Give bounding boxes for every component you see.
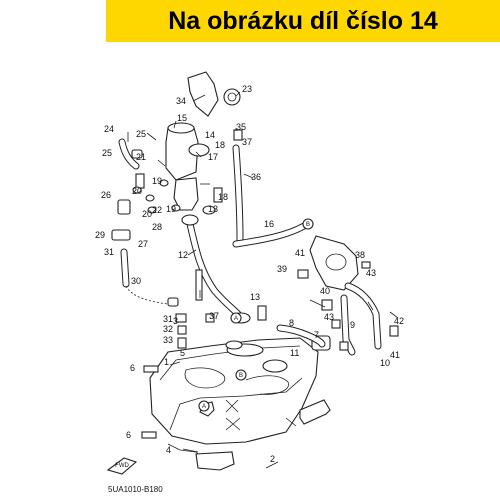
- callout-39: 39: [277, 264, 287, 274]
- breather-hoses: [213, 129, 308, 248]
- callout-43b: 43: [324, 312, 334, 322]
- callout-42: 42: [394, 316, 404, 326]
- callout-40: 40: [320, 286, 330, 296]
- tank-bracket: [285, 399, 331, 427]
- fwd-arrow: FWD: [106, 457, 138, 475]
- callout-20a: 20: [132, 186, 142, 196]
- callout-26: 26: [101, 190, 111, 200]
- callout-28: 28: [152, 222, 162, 232]
- callout-21: 21: [136, 152, 146, 162]
- callout-34: 34: [176, 96, 186, 106]
- marker-a-upper: A: [234, 316, 238, 322]
- callout-6a: 6: [130, 363, 135, 373]
- callout-16: 16: [264, 219, 274, 229]
- callout-13a: 13: [208, 204, 218, 214]
- drawing-code: 5UA1010-B180: [108, 485, 163, 494]
- callout-numbers: 1 2 3 4 5 6 6 7 8 9 10 11 12 13 13 14 15…: [95, 84, 404, 464]
- callout-20b: 20: [142, 209, 152, 219]
- markers: B A B A: [198, 218, 314, 412]
- callout-31a: 31: [104, 247, 114, 257]
- bolts: [141, 365, 159, 439]
- callout-7: 7: [314, 330, 319, 340]
- marker-b-top: B: [306, 222, 310, 228]
- callout-5: 5: [180, 348, 185, 358]
- fuel-tank: [149, 337, 319, 471]
- marker-a-tank: A: [202, 404, 206, 410]
- banner-text: Na obrázku díl číslo 14: [168, 6, 438, 35]
- fuel-pump: [257, 235, 399, 356]
- callout-31b: 31: [163, 314, 173, 324]
- callout-2: 2: [270, 454, 275, 464]
- fwd-label: FWD: [115, 463, 129, 469]
- callout-33: 33: [163, 335, 173, 345]
- callout-30: 30: [131, 276, 141, 286]
- part-number-banner: Na obrázku díl číslo 14: [106, 0, 500, 42]
- callout-12: 12: [178, 250, 188, 260]
- marker-b-tank: B: [239, 373, 243, 379]
- callout-19a: 19: [152, 176, 162, 186]
- callout-43a: 43: [366, 268, 376, 278]
- callout-23: 23: [242, 84, 252, 94]
- callout-36: 36: [251, 172, 261, 182]
- callout-3: 3: [173, 316, 178, 326]
- callout-32: 32: [163, 324, 173, 334]
- callout-37a: 37: [242, 137, 252, 147]
- callout-27: 27: [138, 239, 148, 249]
- callout-1: 1: [164, 357, 169, 367]
- callout-6b: 6: [126, 430, 131, 440]
- callout-9: 9: [350, 320, 355, 330]
- filler-neck-assembly: [165, 71, 251, 350]
- callout-29: 29: [95, 230, 105, 240]
- callout-13b: 13: [250, 292, 260, 302]
- callout-4: 4: [166, 445, 171, 455]
- callout-22: 22: [152, 205, 162, 215]
- callout-10: 10: [380, 358, 390, 368]
- callout-11: 11: [290, 348, 299, 358]
- callout-38: 38: [355, 250, 365, 260]
- callout-14: 14: [205, 130, 215, 140]
- leader-lines: [127, 91, 399, 469]
- callout-18a: 18: [215, 140, 225, 150]
- callout-37b: 37: [209, 311, 219, 321]
- callout-41b: 41: [390, 350, 400, 360]
- callout-25a: 25: [102, 148, 112, 158]
- callout-35: 35: [236, 122, 246, 132]
- callout-19b: 19: [166, 204, 176, 214]
- callout-41a: 41: [295, 248, 305, 258]
- callout-15: 15: [177, 113, 187, 123]
- callout-17: 17: [208, 152, 218, 162]
- callout-25b: 25: [136, 129, 146, 139]
- callout-18b: 18: [218, 192, 228, 202]
- left-small-parts: [111, 138, 215, 349]
- callout-8: 8: [289, 318, 294, 328]
- callout-24: 24: [104, 124, 114, 134]
